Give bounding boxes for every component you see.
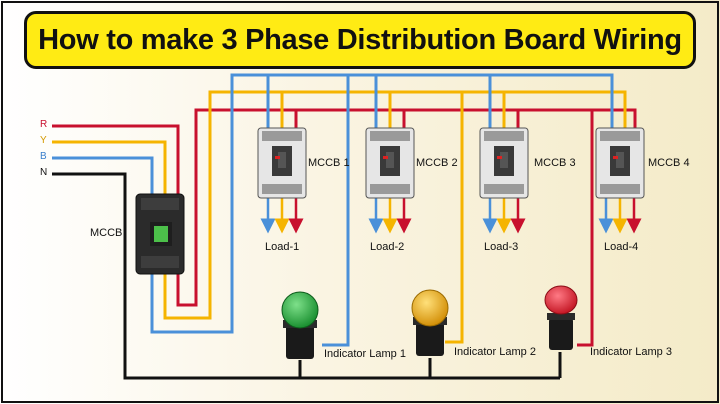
title-banner: How to make 3 Phase Distribution Board W… (24, 11, 696, 69)
phase-label-r: R (40, 119, 48, 130)
load-4-label: Load-4 (604, 241, 639, 253)
phase-label-y: Y (40, 135, 47, 146)
mccb-2-label: MCCB 2 (416, 157, 458, 169)
main-mccb-label: MCCB (90, 227, 123, 239)
indicator-lamp-1-label: Indicator Lamp 1 (324, 348, 406, 360)
mccb-4-label: MCCB 4 (648, 157, 690, 169)
load-1-label: Load-1 (265, 241, 300, 253)
phase-label-b: B (40, 151, 47, 162)
lamp-feeds (298, 75, 594, 378)
indicator-lamp-3 (544, 285, 578, 350)
load-3-label: Load-3 (484, 241, 519, 253)
page-title: How to make 3 Phase Distribution Board W… (38, 23, 682, 56)
mccb-3-label: MCCB 3 (534, 157, 576, 169)
load-arrows (260, 196, 642, 234)
incoming-lines (52, 124, 560, 380)
mccb-devices (257, 127, 645, 199)
indicator-lamp-3-label: Indicator Lamp 3 (590, 346, 672, 358)
load-2-label: Load-2 (370, 241, 405, 253)
mccb-1-label: MCCB 1 (308, 157, 350, 169)
bus-lines (150, 73, 637, 334)
phase-label-n: N (40, 167, 48, 178)
indicator-lamp-1 (281, 291, 319, 359)
indicator-lamp-2-label: Indicator Lamp 2 (454, 346, 536, 358)
indicator-lamp-2 (411, 289, 449, 356)
main-mccb-device (135, 193, 185, 275)
